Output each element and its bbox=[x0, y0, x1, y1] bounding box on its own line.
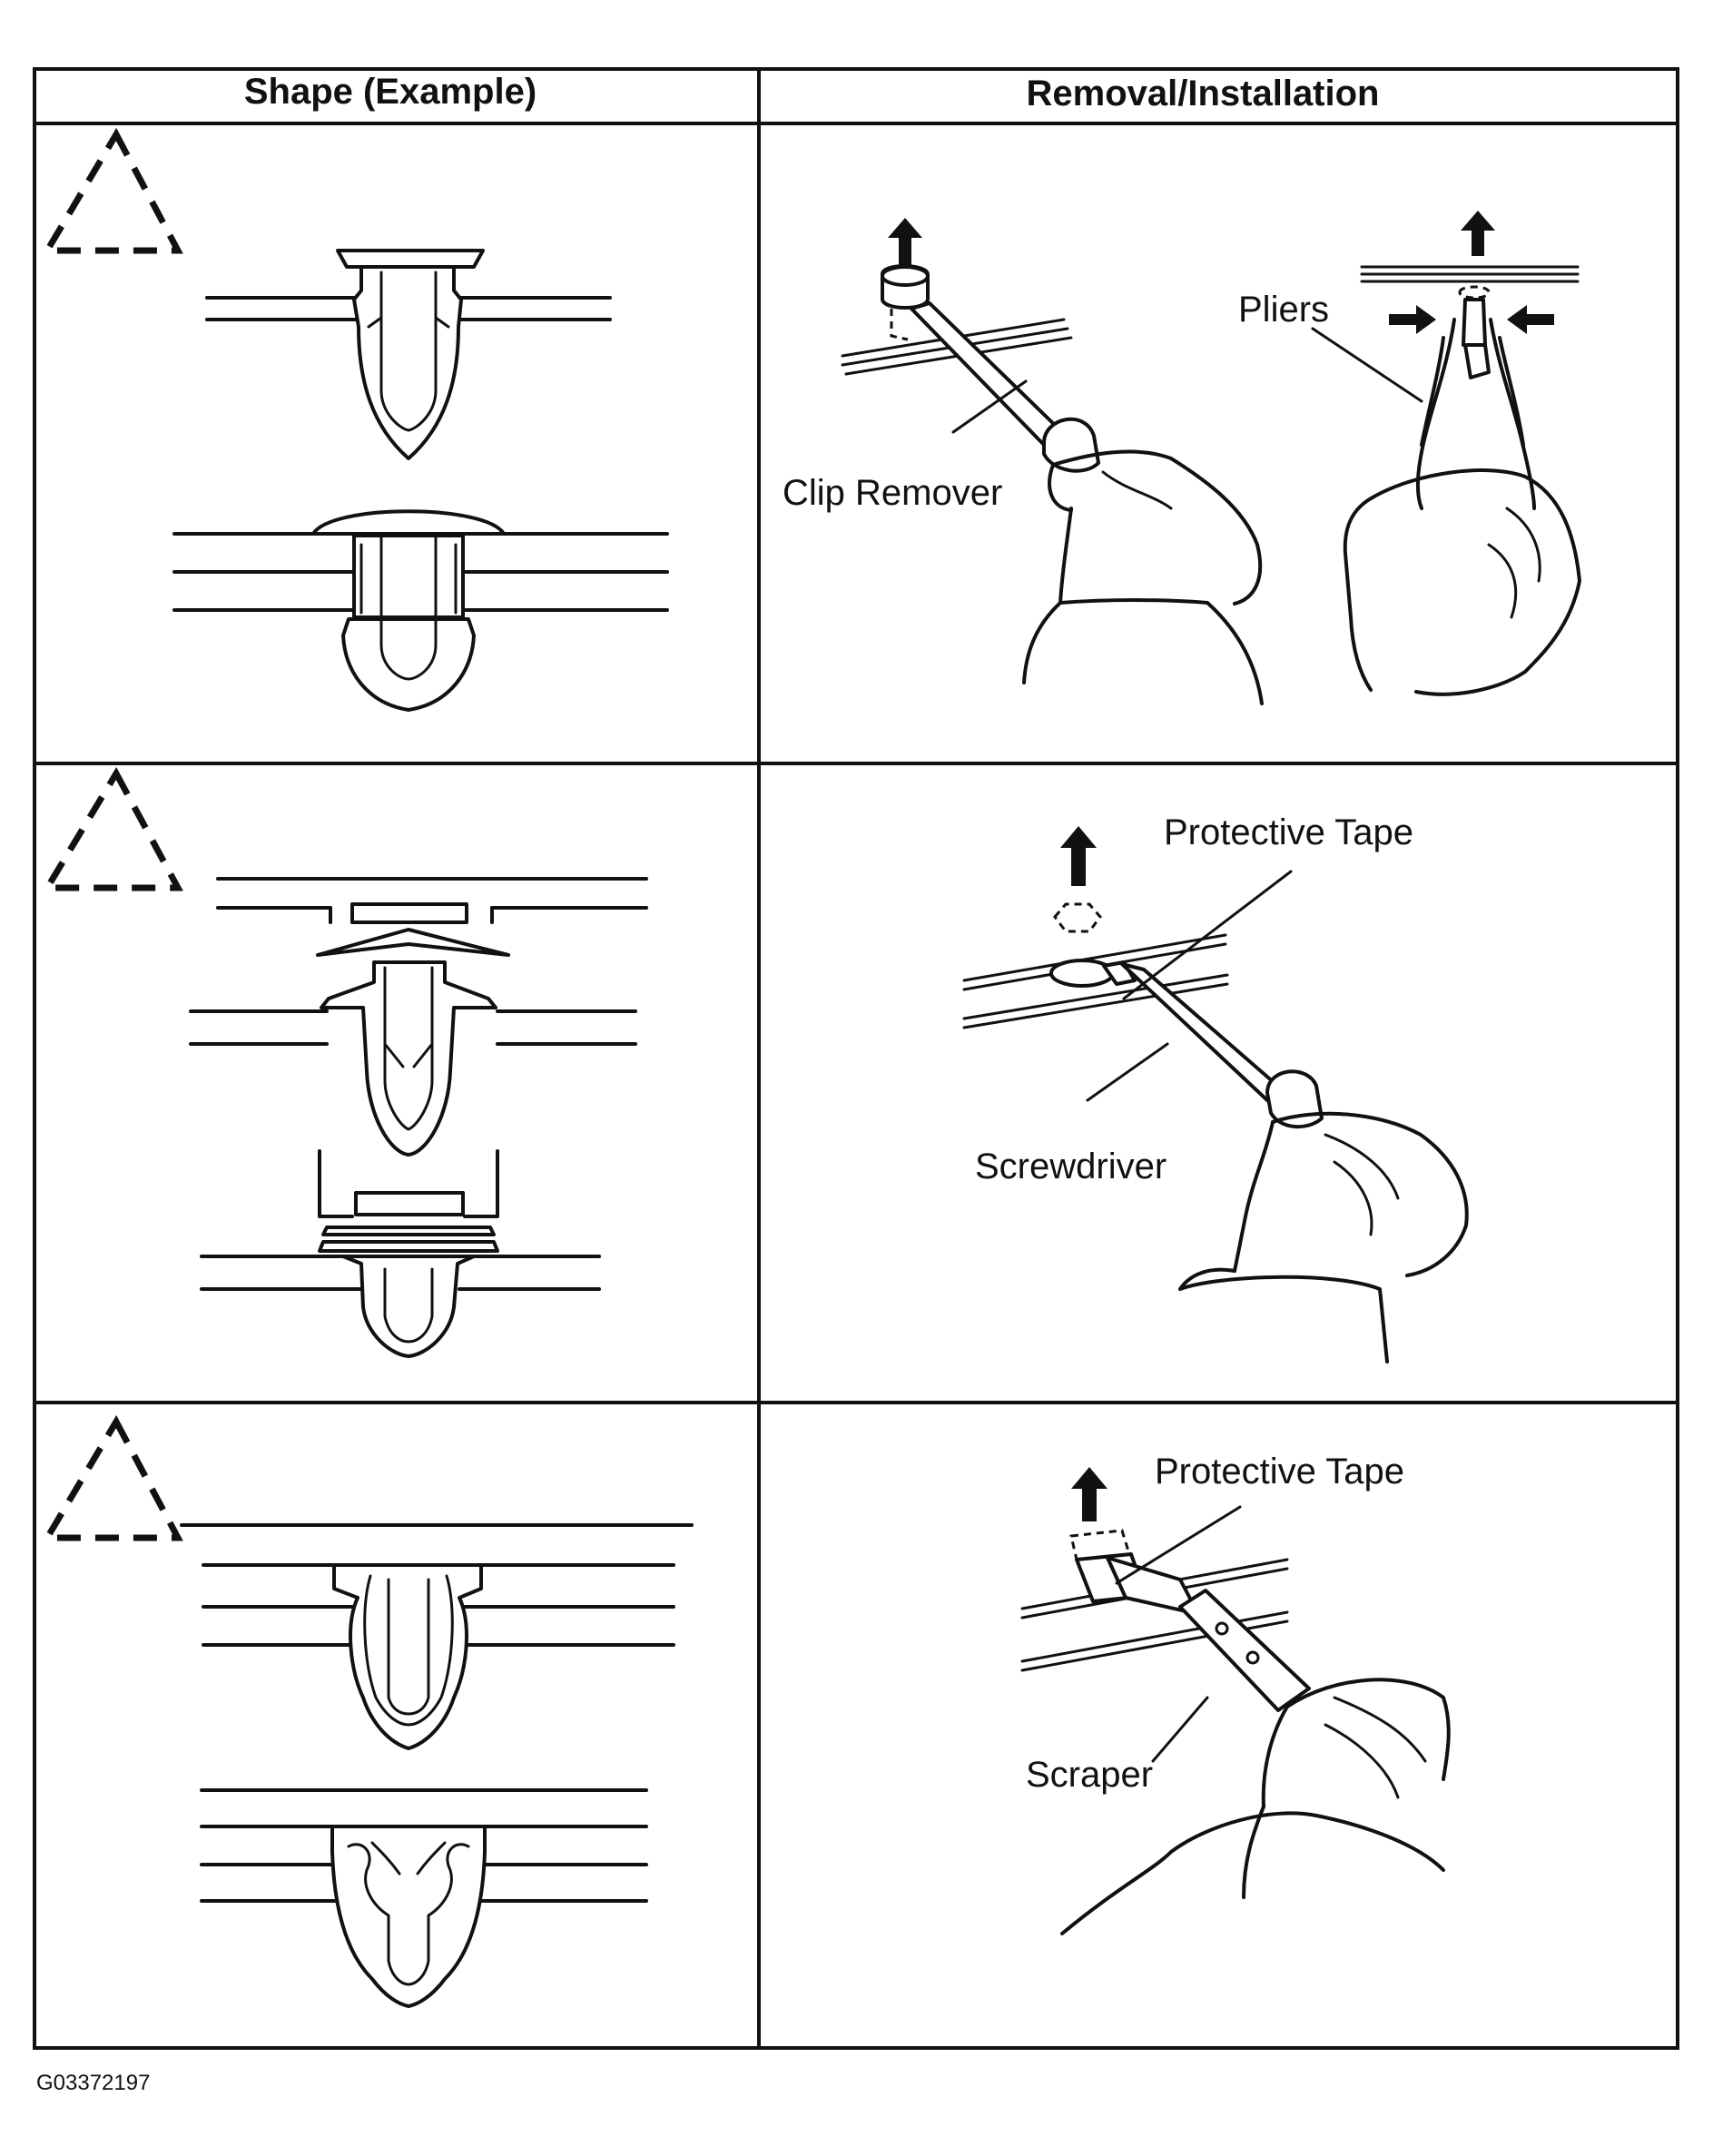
arrow-up-icon bbox=[1461, 211, 1495, 256]
row-3: Protective Tape Scraper bbox=[41, 1414, 1451, 2008]
clip-remover-illustration bbox=[841, 218, 1264, 705]
arrow-up-icon bbox=[1071, 1467, 1108, 1521]
dashed-triangle-icon bbox=[41, 127, 183, 254]
row-2: Protective Tape Screwdriver bbox=[41, 766, 1469, 1363]
clip-shape-2a bbox=[189, 877, 648, 1157]
arrow-left-icon bbox=[1507, 305, 1554, 334]
header-removal-installation: Removal/Installation bbox=[1027, 74, 1380, 113]
header-shape: Shape (Example) bbox=[244, 72, 537, 112]
clip-shape-1b bbox=[172, 509, 669, 712]
callout-clip-remover: Clip Remover bbox=[783, 473, 1002, 513]
callout-pliers: Pliers bbox=[1238, 290, 1329, 330]
callout-scraper: Scraper bbox=[1026, 1755, 1153, 1795]
arrow-up-icon bbox=[1060, 826, 1097, 886]
arrow-up-icon bbox=[888, 218, 922, 265]
clip-shape-3a bbox=[180, 1523, 694, 1750]
figure-code: G03372197 bbox=[36, 2071, 150, 2095]
dashed-triangle-icon bbox=[41, 1414, 183, 1541]
scraper-illustration bbox=[1020, 1467, 1451, 1935]
callout-protective-tape-2: Protective Tape bbox=[1155, 1452, 1404, 1491]
table-grid bbox=[33, 67, 1679, 2050]
dashed-triangle-icon bbox=[41, 766, 183, 891]
callout-protective-tape-1: Protective Tape bbox=[1164, 812, 1413, 852]
screwdriver-illustration bbox=[962, 826, 1469, 1363]
clip-shape-1a bbox=[205, 249, 612, 460]
clip-shape-2b bbox=[200, 1149, 601, 1358]
clip-shape-3b bbox=[200, 1788, 648, 2008]
pliers-illustration bbox=[1311, 211, 1581, 696]
arrow-right-icon bbox=[1389, 305, 1436, 334]
row-1: Clip Remover Pliers bbox=[41, 127, 1581, 712]
callout-screwdriver: Screwdriver bbox=[975, 1147, 1167, 1186]
